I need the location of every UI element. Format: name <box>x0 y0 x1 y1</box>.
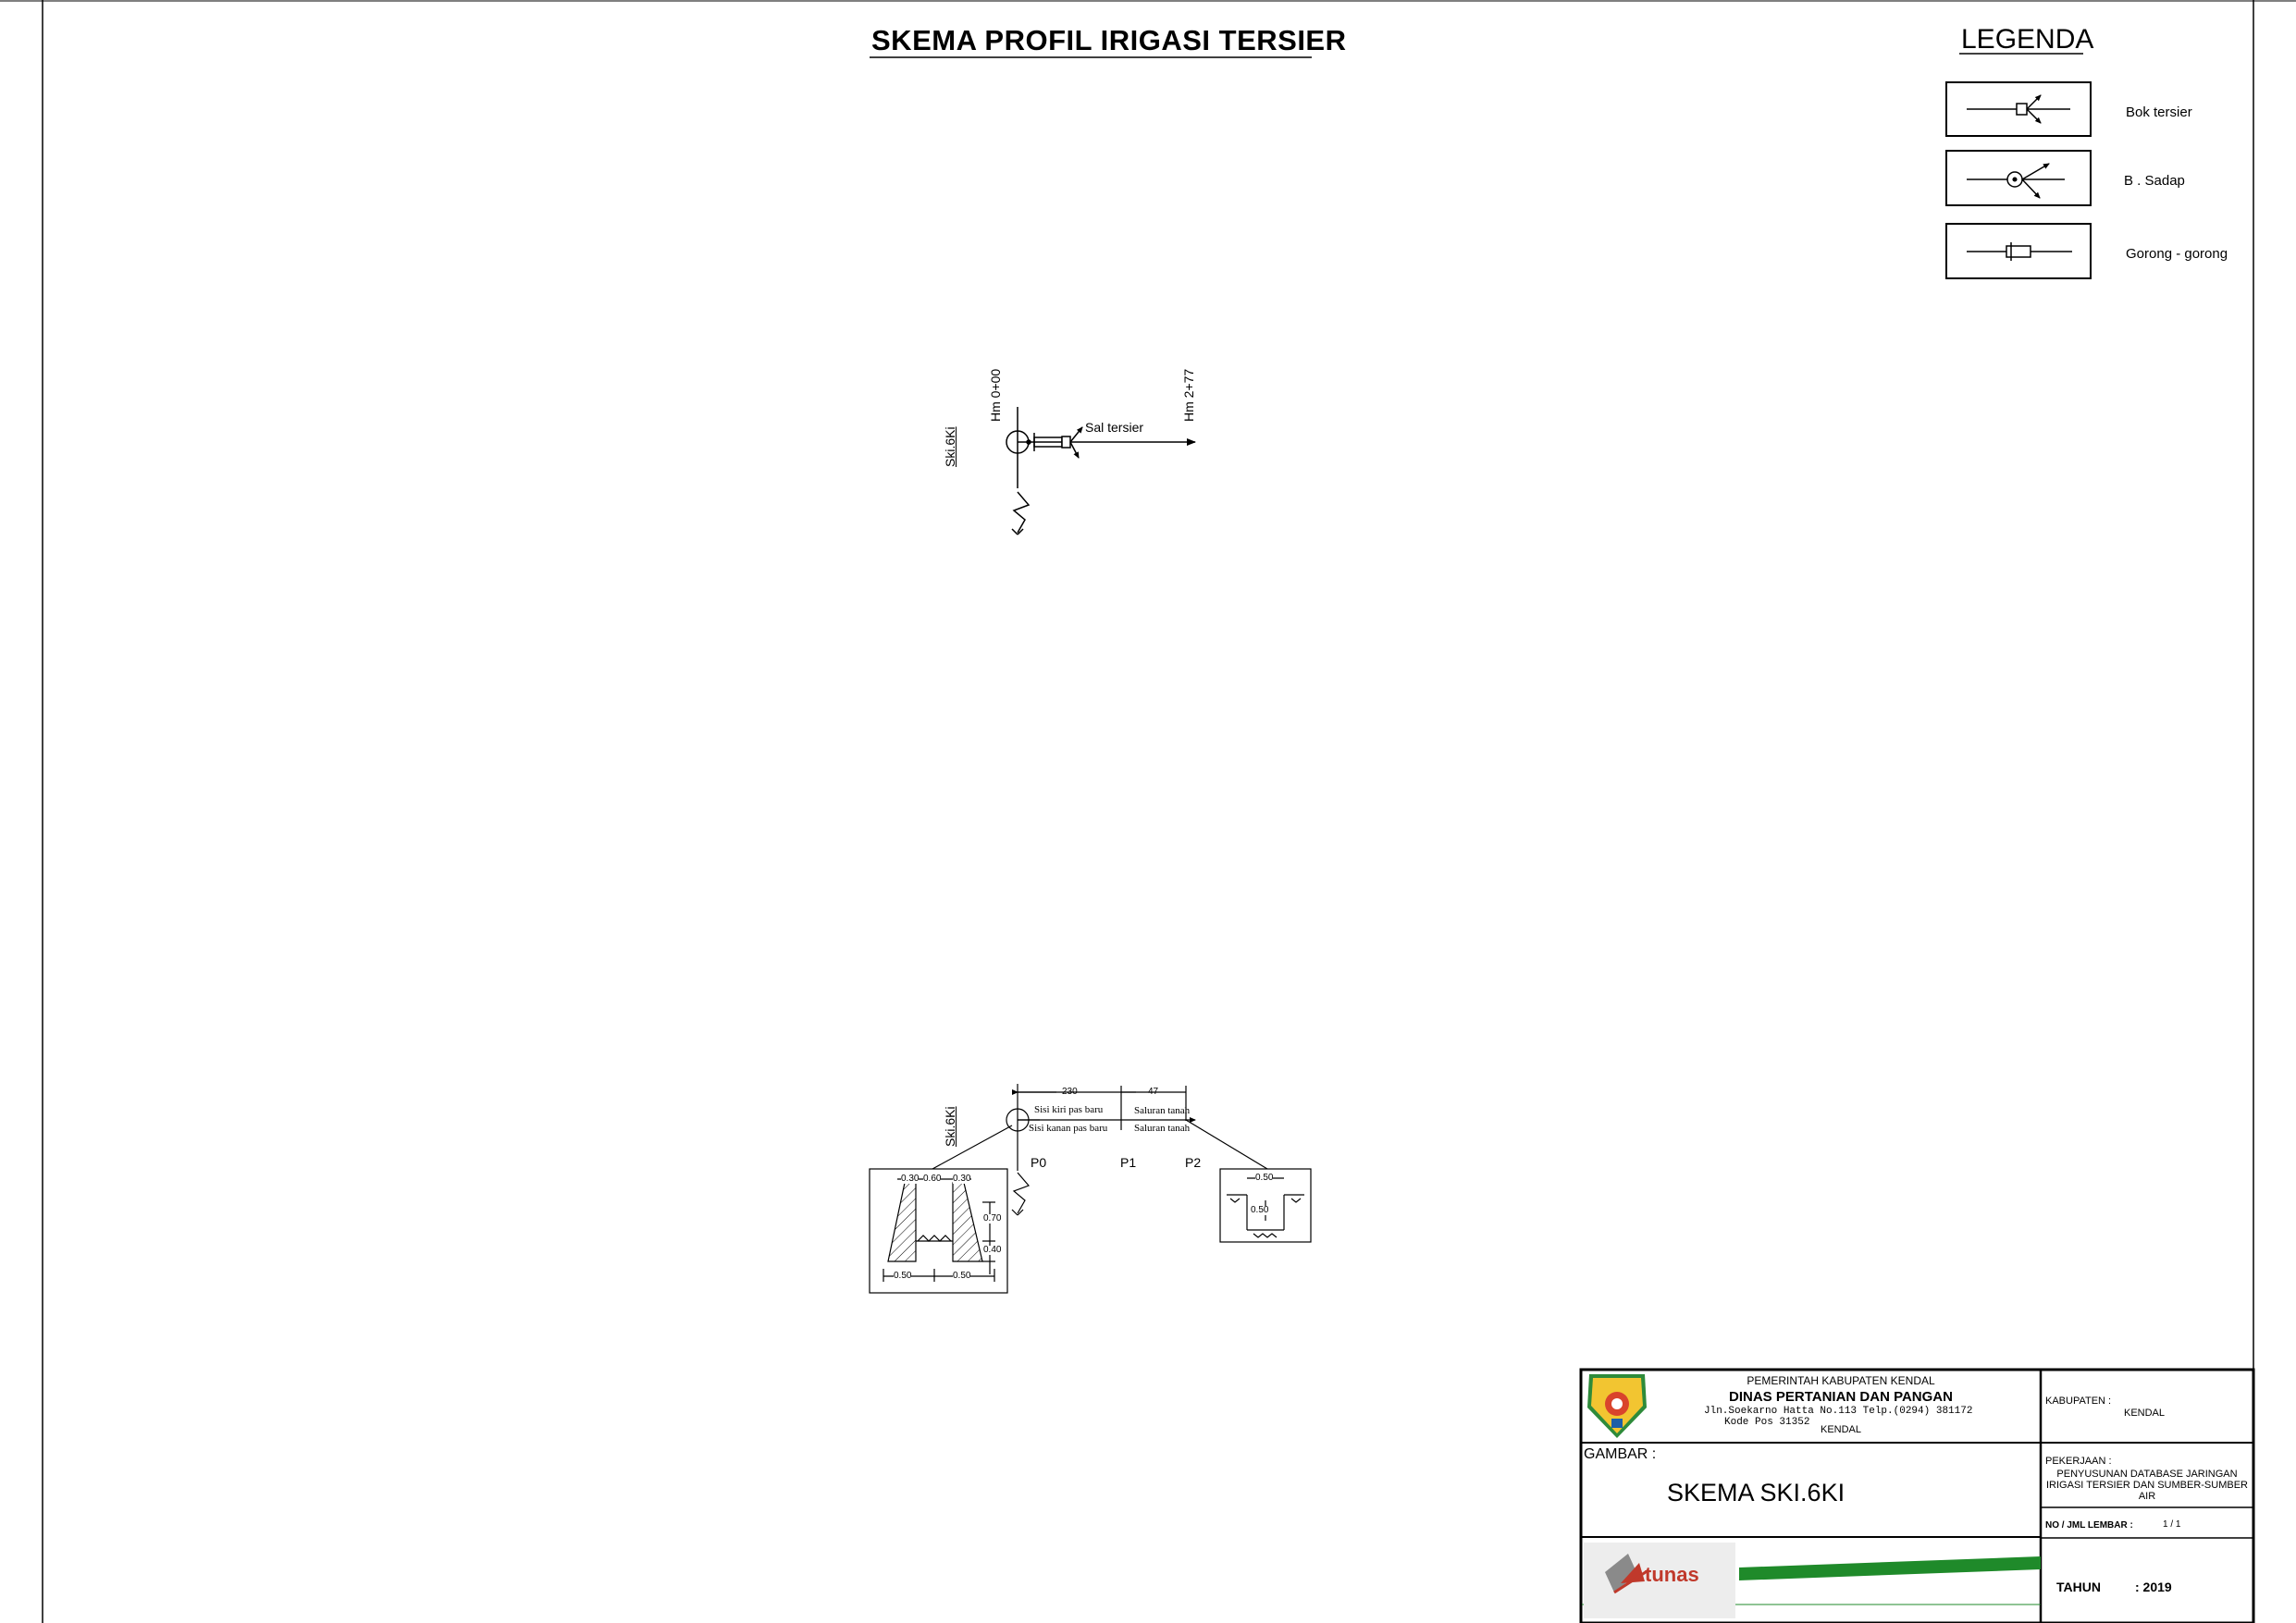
legend-label-bok-tersier: Bok tersier <box>2126 105 2192 120</box>
left-bank-earth-label: Saluran tanah <box>1134 1105 1191 1116</box>
segment-length-2: 47 <box>1148 1087 1159 1097</box>
right-bank-lining-label: Sisi kanan pas baru <box>1029 1123 1108 1134</box>
section-lined-dim-bottom-2: 0.50 <box>953 1271 971 1281</box>
legend-symbols <box>1945 81 2092 279</box>
work-value-line-2: IRIGASI TERSIER DAN SUMBER-SUMBER <box>2046 1480 2248 1491</box>
channel-code-top: Ski.6Ki <box>943 426 957 467</box>
regency-label: KABUPATEN : <box>2045 1396 2112 1407</box>
right-bank-earth-label: Saluran tanah <box>1134 1123 1191 1134</box>
work-value-line-3: AIR <box>2138 1491 2156 1502</box>
point-p1: P1 <box>1120 1155 1137 1170</box>
title-block-frame <box>1579 1368 2255 1623</box>
end-station-label: Hm 2+77 <box>1181 368 1196 422</box>
schema-bottom <box>932 1084 1268 1216</box>
legend-label-b-sadap: B . Sadap <box>2124 173 2185 189</box>
consultant-logo <box>1584 1543 1735 1618</box>
cross-section-lined <box>869 1168 1008 1294</box>
section-earth-dim-2: 0.50 <box>1251 1205 1269 1215</box>
sheet-value: 1 / 1 <box>2163 1519 2181 1530</box>
point-p0: P0 <box>1031 1155 1047 1170</box>
section-earth-dim-1: 0.50 <box>1255 1173 1274 1183</box>
bangunan-sadap-icon <box>1967 163 2065 199</box>
cross-section-earth <box>1219 1168 1312 1243</box>
channel-label: Sal tersier <box>1085 420 1144 435</box>
agency-city: KENDAL <box>1820 1424 1862 1435</box>
consultant-logo-text: tunas <box>1645 1563 1699 1586</box>
sheet-label: NO / JML LEMBAR : <box>2045 1520 2133 1531</box>
drawing-title: SKEMA SKI.6KI <box>1667 1479 1845 1506</box>
schema-top <box>1006 407 1196 535</box>
agency-address: Jln.Soekarno Hatta No.113 Telp.(0294) 38… <box>1704 1406 1973 1417</box>
gorong-gorong-icon <box>1967 242 2072 261</box>
left-bank-lining-label: Sisi kiri pas baru <box>1034 1104 1104 1115</box>
year-value: : 2019 <box>2135 1580 2172 1594</box>
drawing-label: GAMBAR : <box>1584 1446 1657 1462</box>
regency-value: KENDAL <box>2124 1408 2166 1419</box>
section-lined-dim-side-1: 0.70 <box>983 1213 1002 1223</box>
work-value-line-1: PENYUSUNAN DATABASE JARINGAN <box>2056 1469 2238 1480</box>
agency-name: DINAS PERTANIAN DAN PANGAN <box>1729 1389 1953 1405</box>
section-lined-dim-bottom-1: 0.50 <box>894 1271 912 1281</box>
section-lined-dim-top-2: 0.60 <box>923 1174 942 1184</box>
agency-postcode: Kode Pos 31352 <box>1724 1417 1810 1428</box>
year-label: TAHUN <box>2056 1580 2101 1594</box>
section-lined-dim-top-3: 0.30 <box>953 1174 971 1184</box>
agency-emblem <box>1587 1374 1647 1438</box>
work-label: PEKERJAAN : <box>2045 1456 2112 1467</box>
segment-length-1: 230 <box>1062 1087 1078 1097</box>
channel-code-bottom: Ski.6Ki <box>943 1106 957 1147</box>
section-lined-dim-side-2: 0.40 <box>983 1245 1002 1255</box>
legend-label-gorong-gorong: Gorong - gorong <box>2126 246 2228 262</box>
start-station-label: Hm 0+00 <box>988 368 1003 422</box>
page-title: SKEMA PROFIL IRIGASI TERSIER <box>871 24 1347 56</box>
bok-tersier-icon <box>1967 94 2070 124</box>
authority-label: PEMERINTAH KABUPATEN KENDAL <box>1747 1374 1935 1387</box>
section-lined-dim-top-1: 0.30 <box>901 1174 920 1184</box>
point-p2: P2 <box>1185 1155 1202 1170</box>
legend-heading: LEGENDA <box>1961 24 2094 55</box>
